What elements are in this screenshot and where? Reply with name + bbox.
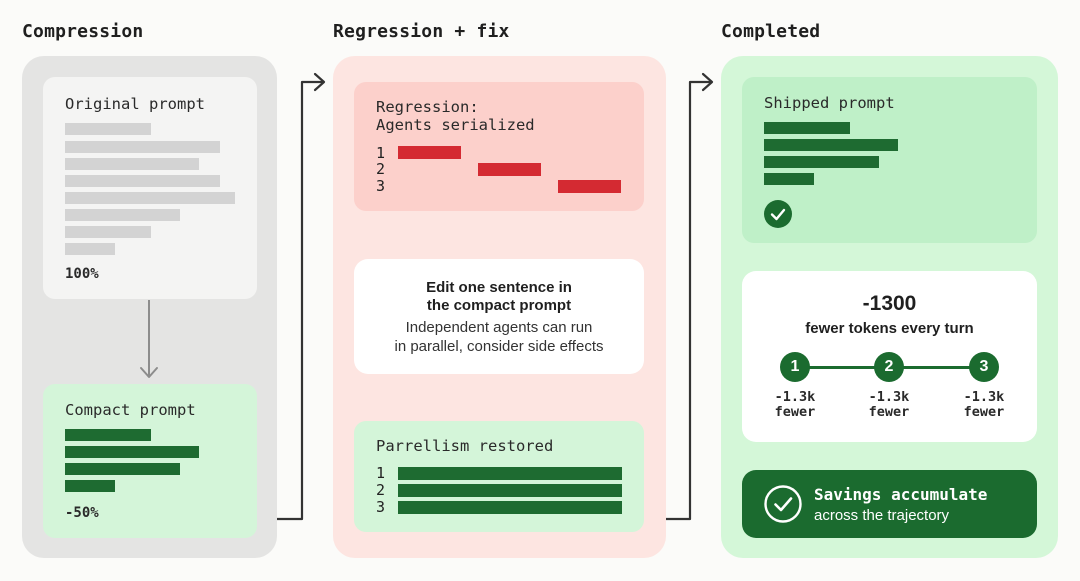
savings-accumulate-banner: Savings accumulate across the trajectory	[742, 470, 1037, 538]
edit-body-line1: Independent agents can run	[405, 319, 593, 336]
row-number: 3	[376, 177, 386, 195]
regression-title-line1: Regression:	[376, 98, 479, 116]
text-line	[764, 139, 898, 151]
turn-3-savings: -1.3k fewer	[954, 390, 1014, 420]
text-line	[65, 123, 151, 135]
serialized-agent-bar	[398, 146, 461, 159]
parallelism-title: Parrellism restored	[376, 437, 554, 455]
savings-value: -1300	[862, 292, 917, 315]
parallelism-card: Parrellism restored 1 2 3	[354, 421, 644, 532]
regression-title-line2: Agents serialized	[376, 116, 535, 134]
connector-arrow-1	[275, 80, 324, 521]
original-prompt-card: Original prompt 100%	[43, 77, 257, 299]
text-line	[65, 175, 220, 187]
savings-caption: fewer tokens every turn	[805, 320, 974, 337]
text-line	[65, 209, 180, 221]
turn-3-savings-unit: fewer	[963, 404, 1005, 420]
edit-sentence-card: Edit one sentence in the compact prompt …	[354, 259, 644, 374]
edit-title-line2: the compact prompt	[426, 297, 572, 314]
row-number: 3	[376, 498, 386, 516]
row-number: 2	[376, 160, 386, 178]
compression-panel: Original prompt 100% Compact prompt -50%	[22, 56, 277, 558]
turn-1-savings-value: -1.3k	[774, 389, 816, 405]
parallel-agent-bar	[398, 501, 622, 514]
text-line	[764, 173, 814, 185]
text-line	[65, 158, 199, 170]
edit-body-line2: in parallel, consider side effects	[394, 338, 604, 355]
connector-arrow-1-head	[313, 72, 326, 92]
compact-prompt-card: Compact prompt -50%	[43, 384, 257, 538]
turn-step-1: 1	[780, 352, 810, 382]
text-line	[764, 122, 850, 134]
text-line	[65, 226, 151, 238]
text-line	[65, 141, 220, 153]
edit-title-line1: Edit one sentence in	[426, 279, 572, 296]
serialized-agent-bar	[478, 163, 541, 176]
turn-1-savings: -1.3k fewer	[765, 390, 825, 420]
turn-step-3: 3	[969, 352, 999, 382]
turn-2-savings: -1.3k fewer	[859, 390, 919, 420]
parallel-agent-bar	[398, 467, 622, 480]
check-circle-outline-icon	[764, 485, 802, 523]
turn-1-savings-unit: fewer	[774, 404, 816, 420]
shipped-prompt-card: Shipped prompt	[742, 77, 1037, 243]
column-title-regression-fix: Regression + fix	[333, 21, 510, 42]
text-line	[65, 463, 180, 475]
original-percent: 100%	[65, 266, 99, 282]
savings-accumulate-subtitle: across the trajectory	[814, 507, 950, 524]
compact-percent: -50%	[65, 505, 99, 521]
serialized-agent-bar	[558, 180, 621, 193]
token-savings-card: -1300 fewer tokens every turn 1 2 3 -1.3…	[742, 271, 1037, 442]
connector-arrow-2	[664, 80, 712, 521]
connector-arrow-2-head	[701, 72, 714, 92]
parallel-agent-bar	[398, 484, 622, 497]
down-arrow-icon	[140, 300, 158, 378]
completed-panel: Shipped prompt -1300 fewer tokens every …	[721, 56, 1058, 558]
shipped-prompt-label: Shipped prompt	[764, 94, 895, 112]
text-line	[65, 243, 115, 255]
text-line	[764, 156, 879, 168]
text-line	[65, 429, 151, 441]
text-line	[65, 192, 235, 204]
check-circle-icon	[764, 200, 792, 228]
row-number: 2	[376, 481, 386, 499]
column-title-completed: Completed	[721, 21, 821, 42]
turn-3-savings-value: -1.3k	[963, 389, 1005, 405]
row-number: 1	[376, 144, 386, 162]
regression-fix-panel: Regression: Agents serialized 1 2 3 Edit…	[333, 56, 666, 558]
row-number: 1	[376, 464, 386, 482]
turn-2-savings-unit: fewer	[868, 404, 910, 420]
regression-card: Regression: Agents serialized 1 2 3	[354, 82, 644, 211]
text-line	[65, 446, 199, 458]
original-prompt-label: Original prompt	[65, 95, 205, 113]
turn-2-savings-value: -1.3k	[868, 389, 910, 405]
column-title-compression: Compression	[22, 21, 144, 42]
text-line	[65, 480, 115, 492]
compact-prompt-label: Compact prompt	[65, 401, 196, 419]
turn-step-2: 2	[874, 352, 904, 382]
savings-accumulate-title: Savings accumulate	[814, 485, 988, 504]
